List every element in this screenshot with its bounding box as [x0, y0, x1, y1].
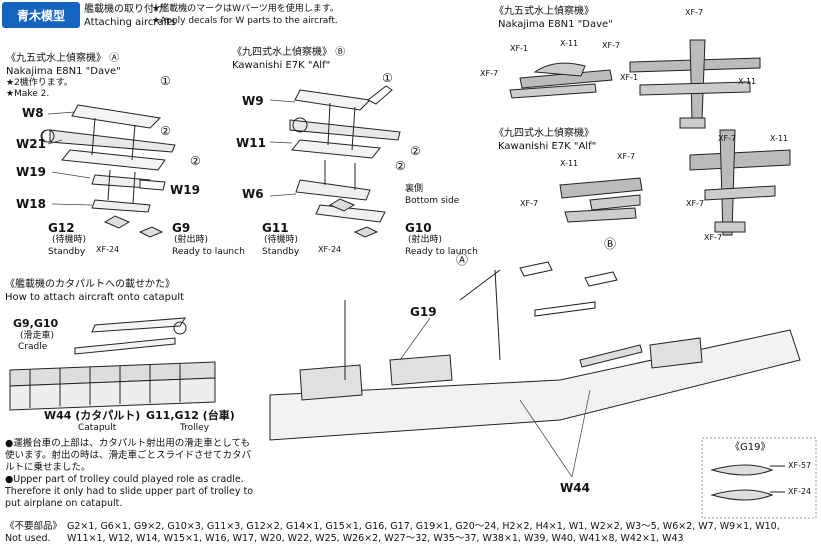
- decal-note-en: ★Apply decals for W parts to the aircraf…: [152, 16, 338, 26]
- part-w19: W19: [16, 165, 46, 179]
- unused-label: 《不要部品》 Not used.: [5, 521, 67, 545]
- g10-jp: (射出時): [408, 235, 443, 245]
- part-w18: W18: [16, 197, 46, 211]
- part-w9: W9: [242, 94, 264, 108]
- alf-bottom-en: Bottom side: [405, 196, 460, 206]
- step-2-dave: ②: [160, 124, 171, 138]
- dave-decal-xf7-c: XF-7: [685, 8, 704, 17]
- part-g11: G11: [262, 221, 289, 235]
- part-g10: G10: [405, 221, 432, 235]
- alf-decal-xf7-e: XF-7: [704, 233, 723, 242]
- dave-title-en: Nakajima E8N1 "Dave": [6, 66, 121, 77]
- cradle-en: Cradle: [18, 342, 48, 352]
- alf-decal-xf7-a: XF-7: [617, 152, 636, 161]
- part-w21: W21: [16, 137, 46, 151]
- dave-note-jp: ★2機作ります。: [6, 78, 73, 88]
- dave-decal-x11: X-11: [560, 39, 579, 48]
- dave-decal-views: [509, 39, 761, 129]
- watermark-logo: 青木模型: [2, 2, 80, 28]
- dave-biplane-drawing: [40, 104, 176, 213]
- dave-decal-xf1-b: XF-1: [620, 73, 639, 82]
- g19-decal-xf57: XF-57: [788, 461, 812, 470]
- part-g9: G9: [172, 221, 191, 235]
- cradle-jp: (滑走車): [20, 331, 55, 341]
- dave-decal-xf7-b: XF-7: [480, 69, 499, 78]
- dave-title-jp: 《九五式水上偵察機》 Ⓐ: [6, 53, 120, 64]
- unused-line-1: G2×1, G6×1, G9×2, G10×3, G11×3, G12×2, G…: [67, 521, 780, 532]
- g10-en: Ready to launch: [405, 247, 478, 257]
- catapult-title-en: How to attach aircraft onto catapult: [5, 292, 185, 303]
- dave-decal-x11-b: X-11: [738, 77, 757, 86]
- decals-alf-title-en: Kawanishi E7K "Alf": [498, 141, 597, 152]
- ship-marker-b: Ⓑ: [604, 237, 617, 251]
- part-g12: G12: [48, 221, 75, 235]
- g12-en: Standby: [48, 247, 86, 257]
- ship-marker-a: Ⓐ: [456, 253, 469, 267]
- w44-catapult: W44 (カタパルト): [44, 409, 141, 422]
- g19-title: 《G19》: [730, 442, 771, 453]
- g19-decal-xf24: XF-24: [788, 487, 812, 496]
- ship-drawing: [269, 261, 801, 441]
- dave-xf24: XF-24: [96, 245, 120, 254]
- step-2b-alf: ②: [395, 159, 406, 173]
- alf-xf24: XF-24: [318, 245, 342, 254]
- catapult-drawing: [9, 317, 216, 411]
- note-jp: ●運搬台車の上部は、カタパルト射出用の滑走車としても使います。射出の時は、滑走車…: [5, 438, 252, 473]
- watermark-text: 青木模型: [16, 8, 65, 23]
- catapult-title-jp: 《艦載機のカタパルトへの載せかた》: [5, 279, 175, 290]
- step-2b-dave: ②: [190, 154, 201, 168]
- g11-en: Standby: [262, 247, 300, 257]
- part-w11: W11: [236, 136, 266, 150]
- g19-boat-drawing: [701, 437, 817, 519]
- cradle-parts: G9,G10: [13, 317, 59, 330]
- dave-decal-xf1: XF-1: [510, 44, 529, 53]
- part-w8: W8: [22, 106, 44, 120]
- leader-lines: [47, 99, 591, 478]
- g9-en: Ready to launch: [172, 247, 245, 257]
- alf-decal-x11-b: X-11: [770, 134, 789, 143]
- dave-decal-xf7-a: XF-7: [602, 41, 621, 50]
- part-w19-b: W19: [170, 183, 200, 197]
- alf-biplane-drawing: [289, 85, 401, 223]
- ship-part-w44: W44: [560, 481, 590, 495]
- ship-part-g19: G19: [410, 305, 437, 319]
- note-en: ●Upper part of trolley could played role…: [5, 474, 254, 509]
- dave-note-en: ★Make 2.: [6, 89, 50, 99]
- alf-decal-x11: X-11: [560, 159, 579, 168]
- marker-b: Ⓑ: [335, 47, 346, 58]
- alf-decal-views: [559, 129, 791, 236]
- unused-label-en: Not used.: [5, 533, 51, 544]
- g9-jp: (射出時): [174, 235, 209, 245]
- step-2-alf: ②: [410, 144, 421, 158]
- decals-alf-title-jp: 《九四式水上偵察機》: [494, 128, 594, 139]
- marker-a: Ⓐ: [109, 53, 120, 64]
- alf-bottom-jp: 裏側: [405, 184, 424, 194]
- unused-label-jp: 《不要部品》: [5, 521, 63, 532]
- dave-cradle-parts: [103, 215, 164, 238]
- g12-jp: (待機時): [52, 235, 87, 245]
- alf-title-en: Kawanishi E7K "Alf": [232, 60, 331, 71]
- unused-list: G2×1, G6×1, G9×2, G10×3, G11×3, G12×2, G…: [67, 521, 819, 545]
- catapult-en: Catapult: [78, 423, 117, 433]
- alf-decal-xf7-d: XF-7: [686, 199, 705, 208]
- alf-title-jp: 《九四式水上偵察機》 Ⓑ: [232, 47, 346, 58]
- part-w6: W6: [242, 187, 264, 201]
- step-1-alf: ①: [382, 71, 393, 85]
- alf-decal-xf7-b: XF-7: [520, 199, 539, 208]
- step-1-dave: ①: [160, 74, 171, 88]
- decals-dave-title-en: Nakajima E8N1 "Dave": [498, 19, 613, 30]
- trolley-en: Trolley: [180, 423, 210, 433]
- unused-line-2: W11×1, W12, W14, W15×1, W16, W17, W20, W…: [67, 533, 684, 544]
- g11-jp: (待機時): [264, 235, 299, 245]
- decals-dave-title-jp: 《九五式水上偵察機》: [494, 6, 594, 17]
- catapult-notes: ●運搬台車の上部は、カタパルト射出用の滑走車としても使います。射出の時は、滑走車…: [5, 438, 255, 510]
- step-title-en: Attaching aircrafts: [84, 17, 177, 28]
- step-title-jp: 艦載機の取り付け: [84, 4, 164, 15]
- decal-note-jp: ★艦載機のマークはWパーツ用を使用します。: [152, 4, 339, 14]
- alf-decal-xf7-c: XF-7: [718, 134, 737, 143]
- alf-cradle-parts: [328, 198, 379, 238]
- trolley-parts: G11,G12 (台車): [146, 409, 235, 422]
